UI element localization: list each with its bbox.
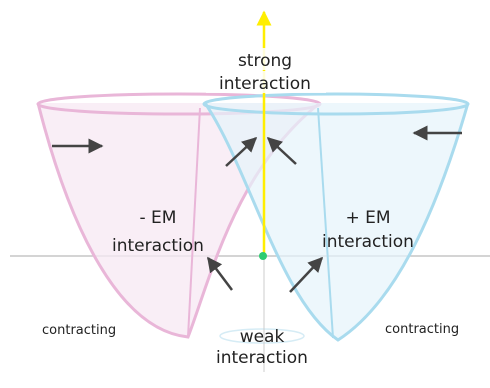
right-bowl-rim — [202, 92, 470, 116]
top-label-background — [226, 48, 302, 70]
top-label-background-2 — [206, 71, 326, 93]
bottom-ellipse — [219, 328, 305, 344]
strong-label: strong — [238, 51, 292, 71]
weak-interaction-label: interaction — [216, 348, 308, 368]
plus-em-label: + EM — [345, 208, 390, 228]
center-point — [259, 252, 267, 260]
right-bowl-fill — [205, 103, 468, 340]
right-bowl-outline — [203, 102, 470, 342]
minus-em-label: - EM — [140, 208, 177, 228]
plus-em-interaction-label: interaction — [322, 232, 414, 252]
upper-right-arrow — [266, 136, 297, 165]
weak-label: weak — [240, 327, 285, 347]
minus-em-interaction-label: interaction — [112, 236, 204, 256]
right-contracting-label: contracting — [385, 322, 459, 337]
left-contracting-label: contracting — [42, 323, 116, 338]
right-bowl-inner-edge — [317, 107, 334, 339]
lower-right-arrow — [289, 256, 324, 293]
left-bowl-inner-edge — [187, 107, 201, 338]
lower-left-arrow — [207, 256, 233, 291]
right-bowl — [202, 92, 470, 342]
strong-interaction-label: interaction — [219, 74, 311, 94]
upper-left-arrow — [225, 136, 258, 167]
